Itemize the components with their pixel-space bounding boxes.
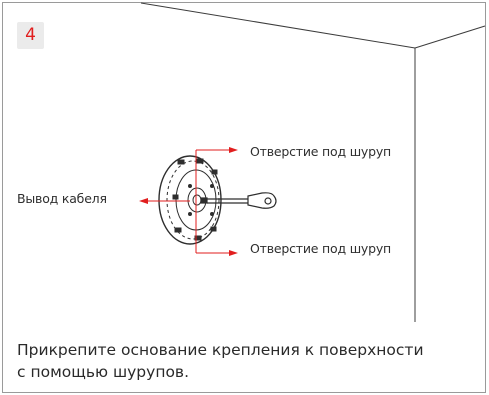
arrow-icon <box>139 198 148 204</box>
room-corner-lines <box>140 2 486 322</box>
screwdriver-icon <box>200 192 277 209</box>
screw-hole-label-bottom: Отверстие под шуруп <box>250 241 392 256</box>
step-badge: 4 <box>17 22 44 49</box>
callout-lines <box>147 149 231 254</box>
mount-base-icon <box>158 155 222 245</box>
instruction-line-1: Прикрепите основание крепления к поверхн… <box>17 341 424 359</box>
cable-outlet-label: Вывод кабеля <box>17 191 107 206</box>
step-number: 4 <box>25 25 36 45</box>
screw-hole-label-top: Отверстие под шуруп <box>250 144 392 159</box>
panel-border <box>2 2 486 393</box>
instruction-line-2: с помощью шурупов. <box>17 363 189 381</box>
arrow-icon <box>229 250 238 256</box>
instruction-text: Прикрепите основание крепления к поверхн… <box>17 339 477 383</box>
arrow-icon <box>229 147 238 153</box>
